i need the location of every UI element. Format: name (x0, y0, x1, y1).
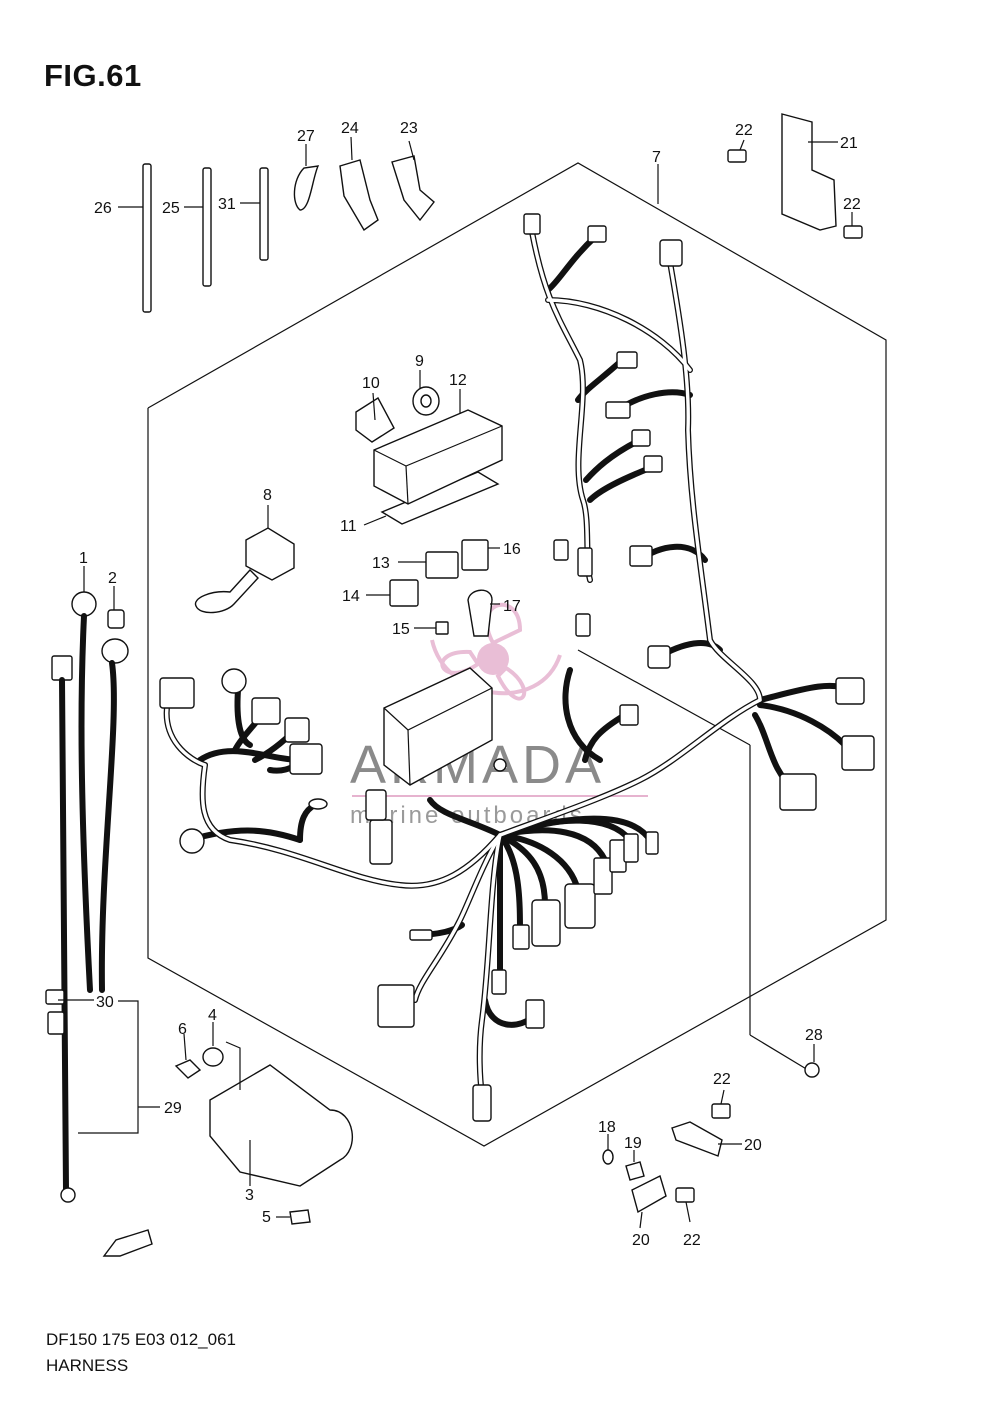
part-23-clamp (391, 155, 435, 222)
part-28-screw (804, 1062, 820, 1078)
figure-title: FIG.61 (44, 58, 142, 93)
callout-19: 19 (624, 1135, 642, 1152)
part-15-fuse (435, 621, 449, 635)
callout-12: 12 (449, 372, 467, 389)
part-4-washer (202, 1047, 224, 1067)
part-20-plate-a (671, 1121, 723, 1157)
diagram-name: HARNESS (46, 1356, 129, 1375)
part-21-bracket (781, 113, 837, 231)
part-6-bolt (174, 1059, 202, 1079)
callout-27: 27 (297, 128, 315, 145)
part-20-plate-b (631, 1175, 667, 1214)
callout-13: 13 (372, 555, 390, 572)
battery-cables (45, 591, 129, 1203)
callout-22d: 22 (683, 1232, 701, 1249)
callout-10: 10 (362, 375, 380, 392)
part-16-fuse (461, 539, 489, 571)
assembly-box-outline (147, 162, 887, 1147)
callout-11: 11 (340, 518, 357, 535)
callout-28: 28 (805, 1027, 823, 1044)
part-17-puller (467, 589, 493, 637)
bolts-22 (675, 149, 863, 1203)
leader-lines (58, 136, 853, 1229)
callout-8: 8 (263, 487, 272, 504)
callout-labels: 1 2 3 4 5 6 7 8 9 10 11 12 13 14 15 16 1… (79, 120, 861, 1249)
part-3-bracket (209, 1064, 354, 1187)
part-14-relay (389, 579, 419, 607)
part-19-nut (625, 1161, 645, 1181)
callout-31: 31 (218, 196, 236, 213)
harness-fuse-box (383, 667, 493, 786)
callout-20b: 20 (632, 1232, 650, 1249)
part-12-fuse-cover (373, 409, 503, 505)
callout-30: 30 (96, 994, 114, 1011)
callout-26: 26 (94, 200, 112, 217)
main-wire-harness-inner (164, 230, 762, 1097)
callout-18: 18 (598, 1119, 616, 1136)
callout-2: 2 (108, 570, 117, 587)
callout-24: 24 (341, 120, 359, 137)
callout-29: 29 (164, 1100, 182, 1117)
part-8-cap (194, 527, 295, 614)
diagram-code: DF150 175 E03 012_061 (46, 1330, 236, 1349)
callout-25: 25 (162, 200, 180, 217)
callout-16: 16 (503, 541, 521, 558)
callout-1: 1 (79, 550, 88, 567)
callout-7: 7 (652, 149, 661, 166)
fwd-arrow-icon: FWD (102, 1229, 153, 1257)
part-5-grommet (289, 1209, 311, 1225)
callout-5: 5 (262, 1209, 271, 1226)
callout-4: 4 (208, 1007, 217, 1024)
callout-17: 17 (503, 598, 521, 615)
harness-connectors (159, 213, 875, 1122)
callout-21: 21 (840, 135, 858, 152)
part-27-clip (293, 165, 320, 211)
callout-9: 9 (415, 353, 424, 370)
callout-3: 3 (245, 1187, 254, 1204)
part-24-clamp (339, 159, 379, 232)
callout-6: 6 (178, 1021, 187, 1038)
callout-23: 23 (400, 120, 418, 137)
callout-22b: 22 (843, 196, 861, 213)
callout-22a: 22 (735, 122, 753, 139)
callout-22c: 22 (713, 1071, 731, 1088)
watermark-logo (430, 602, 562, 701)
part-13-relay (425, 551, 459, 579)
part-9-grommet (412, 386, 440, 416)
part-18-washer (602, 1149, 614, 1165)
callout-15: 15 (392, 621, 410, 638)
callout-20a: 20 (744, 1137, 762, 1154)
cable-ties (142, 163, 269, 313)
callout-14: 14 (342, 588, 360, 605)
